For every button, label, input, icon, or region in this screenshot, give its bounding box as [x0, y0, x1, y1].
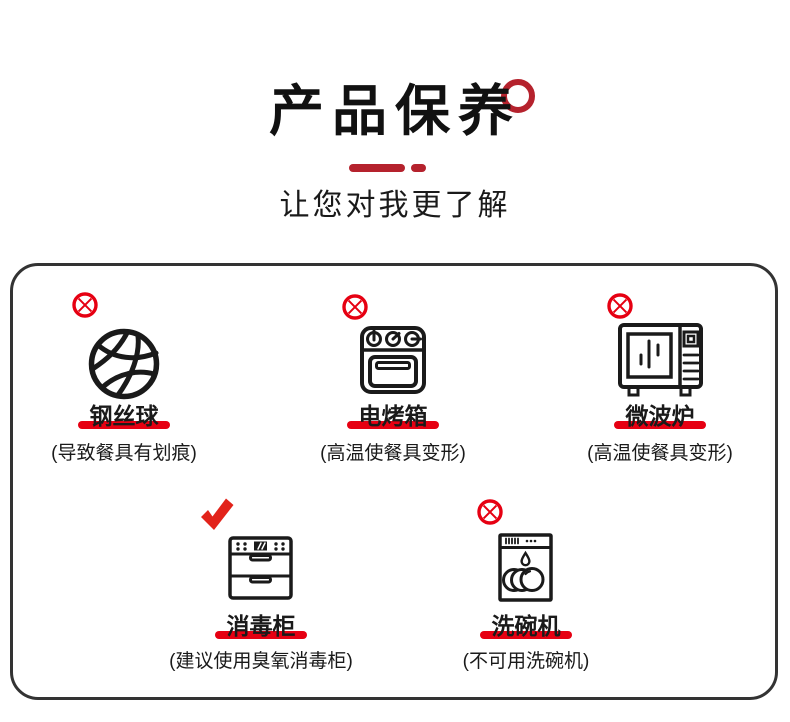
- item-caption: (高温使餐具变形): [587, 443, 733, 464]
- label-underline: [215, 631, 307, 639]
- prohibited-icon: [72, 292, 98, 318]
- divider-bar-long: [349, 164, 405, 172]
- item-caption: (高温使餐具变形): [320, 443, 466, 464]
- check-icon: [198, 496, 236, 533]
- item-label: 钢丝球: [54, 403, 194, 433]
- prohibited-icon: [477, 499, 503, 525]
- electric-oven-icon: [360, 326, 426, 394]
- item-label: 消毒柜: [191, 613, 331, 643]
- title-divider: [349, 164, 426, 172]
- item-label: 洗碗机: [456, 613, 596, 643]
- divider-bar-short: [411, 164, 426, 172]
- item-label: 微波炉: [590, 403, 730, 433]
- dishwasher-icon: [498, 533, 553, 602]
- prohibited-icon: [607, 293, 633, 319]
- label-underline: [614, 421, 706, 429]
- steel-wool-ball-icon: [88, 328, 160, 400]
- prohibited-icon: [342, 294, 368, 320]
- item-caption: (不可用洗碗机): [462, 651, 590, 672]
- page-subtitle: 让您对我更了解: [279, 189, 511, 222]
- label-underline: [78, 421, 170, 429]
- item-caption: (建议使用臭氧消毒柜): [169, 651, 353, 672]
- disinfection-cabinet-icon: [228, 536, 293, 600]
- item-label: 电烤箱: [323, 403, 463, 433]
- microwave-icon: [618, 323, 703, 398]
- title-decoration-ring: [501, 79, 535, 113]
- page-title: 产品保养: [268, 80, 521, 142]
- label-underline: [480, 631, 572, 639]
- label-underline: [347, 421, 439, 429]
- item-caption: (导致餐具有划痕): [51, 443, 197, 464]
